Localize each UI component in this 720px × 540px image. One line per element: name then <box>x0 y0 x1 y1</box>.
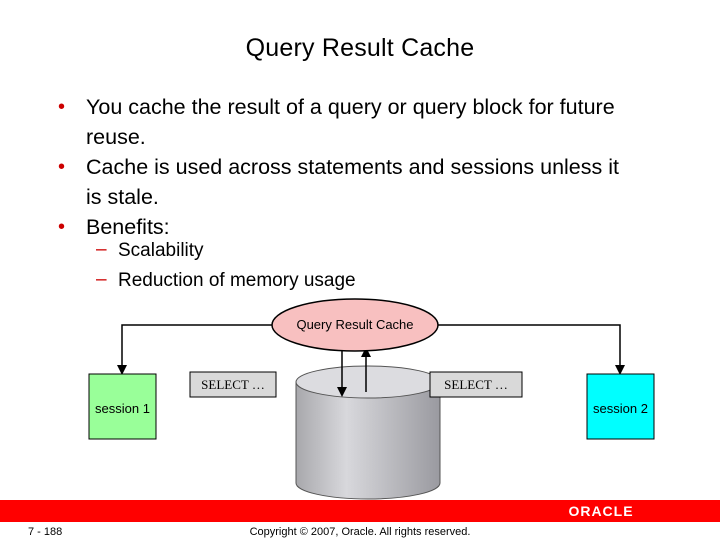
bullet-list: • You cache the result of a query or que… <box>58 92 678 242</box>
connector-cache-session1 <box>117 324 272 375</box>
oracle-logo: ORACLE <box>568 503 634 519</box>
sub-bullet-item: – Scalability <box>96 236 596 266</box>
footer-bar <box>0 500 720 522</box>
dash-icon: – <box>96 269 107 290</box>
bullet-text-line: reuse. <box>86 125 146 149</box>
database-cylinder <box>295 365 441 500</box>
bullet-dot-icon: • <box>58 156 66 178</box>
bullet-text-line: You cache the result of a query or query… <box>86 95 615 119</box>
query-result-cache-ellipse <box>271 298 439 352</box>
select-left-label: SELECT … <box>201 377 265 392</box>
bullet-item: • Cache is used across statements and se… <box>58 152 678 212</box>
sub-bullet-item: – Reduction of memory usage <box>96 266 596 296</box>
select-box-left <box>189 371 277 398</box>
slide-title: Query Result Cache <box>245 34 475 62</box>
select-right-label: SELECT … <box>444 377 508 392</box>
bullet-text-line: is stale. <box>86 185 159 209</box>
session1-label: session 1 <box>95 401 150 416</box>
session2-box <box>586 373 655 440</box>
bullet-dot-icon: • <box>58 96 66 118</box>
cache-label: Query Result Cache <box>296 317 414 332</box>
page-number: 7 - 188 <box>28 526 63 538</box>
session2-label: session 2 <box>593 401 648 416</box>
sub-bullet-text: Reduction of memory usage <box>118 270 356 291</box>
connector-cache-session2 <box>438 324 625 375</box>
session1-box <box>88 373 157 440</box>
bullet-text-line: Benefits: <box>86 215 170 239</box>
bullet-dot-icon: • <box>58 216 66 238</box>
bullet-item: • Benefits: <box>58 212 678 242</box>
copyright-text: Copyright © 2007, Oracle. All rights res… <box>249 526 471 538</box>
sub-bullet-text: Scalability <box>118 240 204 261</box>
dash-icon: – <box>96 239 107 260</box>
sub-bullet-list: – Scalability – Reduction of memory usag… <box>96 236 596 296</box>
bullet-item: • You cache the result of a query or que… <box>58 92 678 152</box>
select-box-right <box>429 371 523 398</box>
bullet-text-line: Cache is used across statements and sess… <box>86 155 619 179</box>
